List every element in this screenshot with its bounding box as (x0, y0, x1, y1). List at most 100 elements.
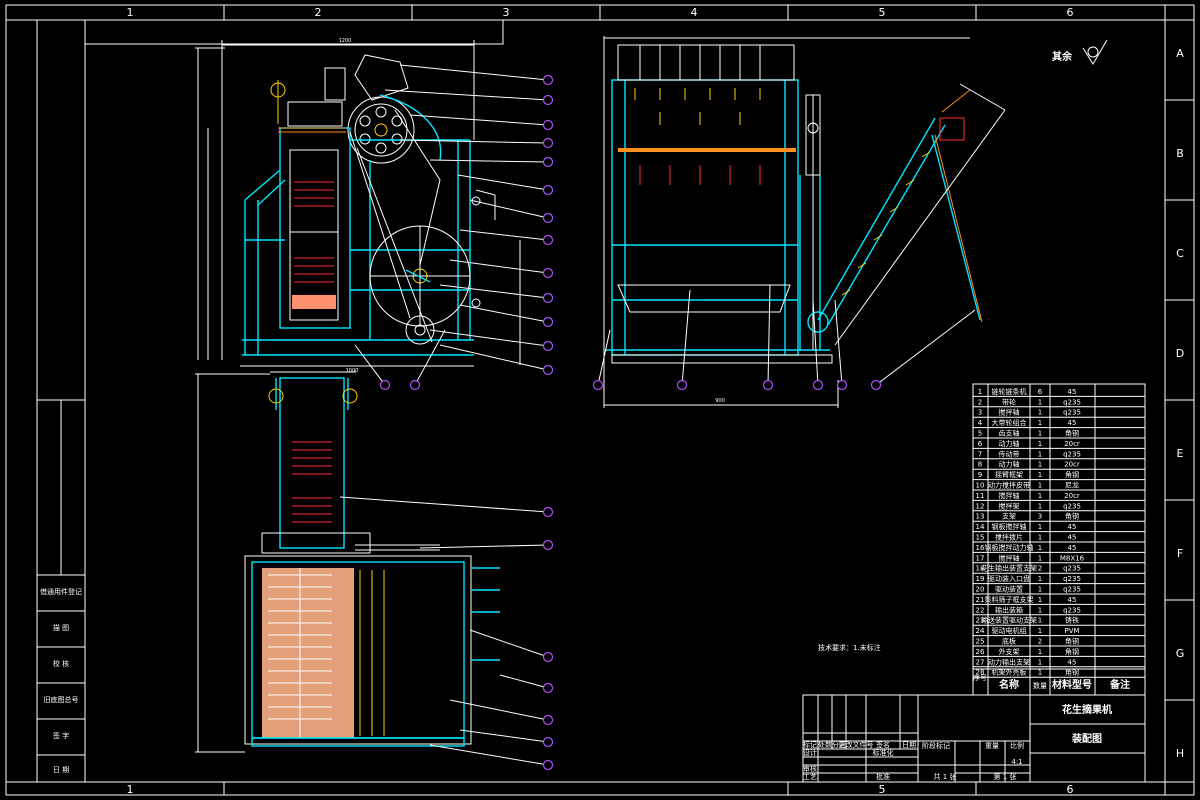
tb-stage-mark: 阶段标记 (922, 741, 950, 750)
leader-balloons (339, 64, 976, 771)
bom-cell-index: 21 (976, 596, 985, 604)
bom-cell-index: 1 (978, 388, 982, 396)
bom-cell-name: 传动带 (999, 449, 1020, 458)
bom-cell-qty: 1 (1038, 450, 1042, 458)
bom-cell-qty: 1 (1038, 596, 1042, 604)
col-label: 5 (879, 783, 886, 796)
bom-cell-qty: 1 (1038, 606, 1042, 614)
bom-cell-qty: 1 (1038, 409, 1042, 417)
bom-cell-material: 45 (1068, 544, 1077, 552)
side-label: 日 期 (53, 766, 69, 774)
bom-cell-index: 19 (976, 575, 985, 583)
bom-cell-qty: 1 (1038, 471, 1042, 479)
bom-cell-index: 4 (978, 419, 983, 427)
bom-cell-name: 集料筛子框支架 (985, 595, 1034, 604)
tb-review: 审核 (803, 764, 817, 773)
bom-cell-qty: 2 (1038, 638, 1042, 646)
row-dividers (1165, 99, 1194, 701)
drawing-name: 装配图 (1071, 732, 1102, 745)
bom-cell-material: 20cr (1064, 492, 1080, 500)
bom-cell-index: 6 (978, 440, 983, 448)
bom-cell-qty: 1 (1038, 586, 1042, 594)
bom-cell-qty: 3 (1038, 513, 1042, 521)
bom-cell-index: 24 (976, 627, 985, 635)
side-label: 借通用件登记 (40, 587, 82, 596)
front-view: 1200 1000 (195, 38, 521, 374)
tb-approve: 批准 (876, 772, 890, 781)
bom-cell-material: 角钢 (1065, 512, 1079, 521)
bom-cell-index: 27 (976, 658, 985, 666)
bom-cell-name: 动力轴 (999, 460, 1020, 469)
product-name: 花生摘果机 (1062, 703, 1112, 716)
bom-cell-index: 14 (976, 523, 985, 531)
bom-header-remark: 备注 (1109, 678, 1130, 691)
bom-cell-index: 10 (976, 482, 985, 490)
tb-change-doc: 更改文件号 (839, 740, 874, 749)
bom-cell-qty: 1 (1038, 648, 1042, 656)
bom-cell-index: 2 (978, 398, 982, 406)
roughness-mark-text: 其余 (1052, 50, 1073, 63)
bom-header-name: 名称 (999, 678, 1019, 691)
bom-cell-name: 动力搅拌皮带 (988, 481, 1030, 490)
bom-cell-index: 16 (976, 544, 985, 552)
row-label: E (1177, 447, 1184, 460)
bom-cell-name: 钢板搅拌轴 (992, 522, 1027, 531)
bom-cell-name: 驱动装入口盘 (988, 574, 1030, 583)
bom-cell-index: 7 (978, 450, 982, 458)
tb-design: 设计 (803, 748, 817, 757)
col-label: 6 (1067, 783, 1074, 796)
tb-count: 处数 (818, 740, 832, 749)
bom-cell-material: 20cr (1064, 461, 1080, 469)
bom-cell-index: 3 (978, 409, 982, 417)
bom-cell-index: 5 (978, 430, 982, 438)
bom-cell-index: 18 (976, 565, 985, 573)
bom-cell-index: 11 (976, 492, 985, 500)
bom-cell-material: 角钢 (1065, 647, 1079, 656)
bom-cell-qty: 1 (1038, 419, 1042, 427)
row-label: A (1176, 47, 1184, 60)
tb-process: 工艺 (803, 773, 817, 781)
side-signature-column: 借通用件登记 描 图 校 核 旧底图总号 签 字 日 期 (36, 399, 86, 783)
tb-scale-label: 比例 (1010, 741, 1024, 750)
bom-cell-material: 45 (1068, 523, 1077, 531)
bom-cell-qty: 1 (1038, 658, 1042, 666)
bom-cell-material: 45 (1068, 596, 1077, 604)
side-label: 签 字 (53, 731, 69, 740)
row-label: H (1176, 747, 1184, 760)
row-label: C (1176, 247, 1184, 260)
bom-cell-material: q235 (1063, 398, 1081, 406)
bom-cell-material: M8X16 (1060, 554, 1085, 562)
bom-cell-name: 带轮 (1002, 397, 1016, 406)
bom-cell-qty: 1 (1038, 502, 1042, 510)
bom-cell-material: 45 (1068, 388, 1077, 396)
bom-cell-material: q235 (1063, 606, 1081, 614)
tech-note: 技术要求：1.未标注 (818, 643, 881, 652)
side-label: 描 图 (53, 623, 69, 632)
bom-cell-qty: 6 (1038, 388, 1043, 396)
bom-header-material: 材料型号 (1052, 678, 1092, 691)
bom-cell-name: 底板 (1002, 637, 1016, 646)
bom-cell-qty: 1 (1038, 440, 1042, 448)
bom-cell-qty: 1 (1038, 398, 1042, 406)
bom-cell-qty: 1 (1038, 627, 1042, 635)
bom-cell-index: 12 (976, 502, 985, 510)
bom-cell-qty: 1 (1038, 430, 1042, 438)
row-label: D (1176, 347, 1184, 360)
bom-cell-qty: 1 (1038, 492, 1042, 500)
bom-cell-index: 13 (976, 513, 985, 521)
